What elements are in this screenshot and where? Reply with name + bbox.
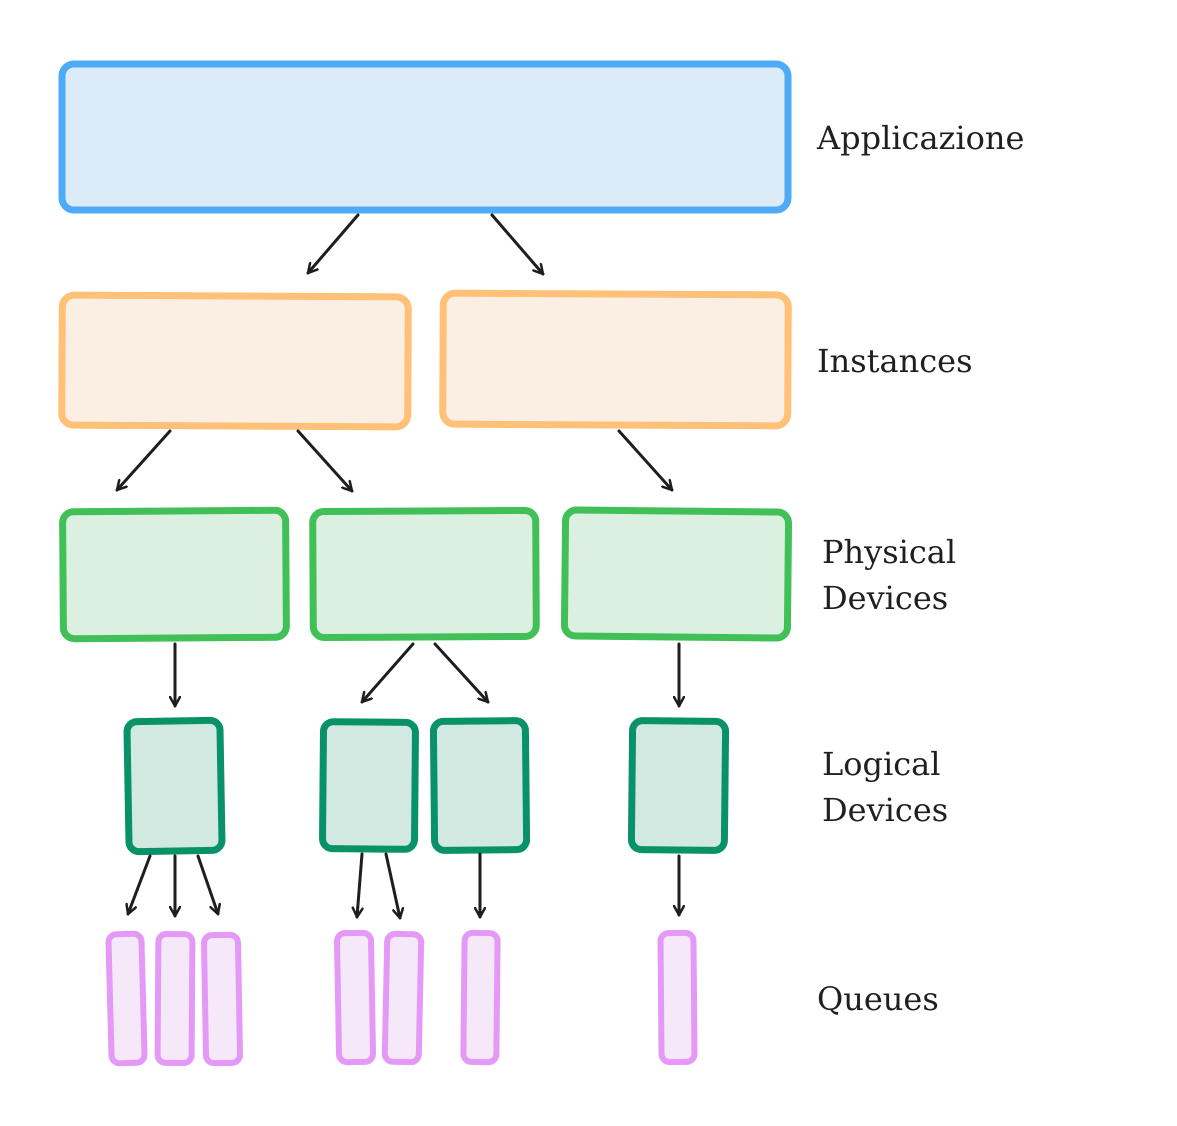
physical-device-box-2 <box>309 506 540 642</box>
queue-box <box>460 929 501 1066</box>
arrow <box>196 854 218 916</box>
logical-device-box-1 <box>123 716 226 856</box>
queue-box <box>657 929 698 1066</box>
physical-device-box-3 <box>560 506 793 642</box>
physical-devices-label: Physical Devices <box>822 533 966 617</box>
arrow <box>115 429 172 492</box>
arrow <box>360 642 415 704</box>
instance-box-1 <box>58 291 412 431</box>
arrow <box>433 642 490 704</box>
arrow <box>617 429 674 492</box>
queue-box <box>201 931 243 1067</box>
instance-box-2 <box>439 289 792 430</box>
arrow <box>128 854 152 916</box>
physical-devices-label-line1: Physical <box>822 533 956 571</box>
logical-device-box-4 <box>627 717 730 854</box>
queues-label: Queues <box>817 980 939 1018</box>
physical-device-box-1 <box>59 506 290 643</box>
arrow <box>357 852 362 919</box>
logical-device-box-3 <box>429 717 531 854</box>
logical-device-box-2 <box>319 718 419 853</box>
queue-box <box>381 930 425 1066</box>
logical-devices-label-line1: Logical <box>822 745 940 783</box>
application-label: Applicazione <box>816 119 1024 157</box>
queue-box <box>154 930 196 1067</box>
arrow <box>490 213 545 276</box>
instances-label: Instances <box>817 342 973 380</box>
application-box <box>58 60 792 214</box>
arrow <box>296 429 354 493</box>
queue-box <box>105 930 148 1067</box>
arrow <box>384 852 400 920</box>
arrow <box>306 213 360 275</box>
logical-devices-label: Logical Devices <box>822 745 951 829</box>
logical-devices-label-line2: Devices <box>822 791 948 829</box>
physical-devices-label-line2: Devices <box>822 579 948 617</box>
queue-box <box>334 929 376 1066</box>
